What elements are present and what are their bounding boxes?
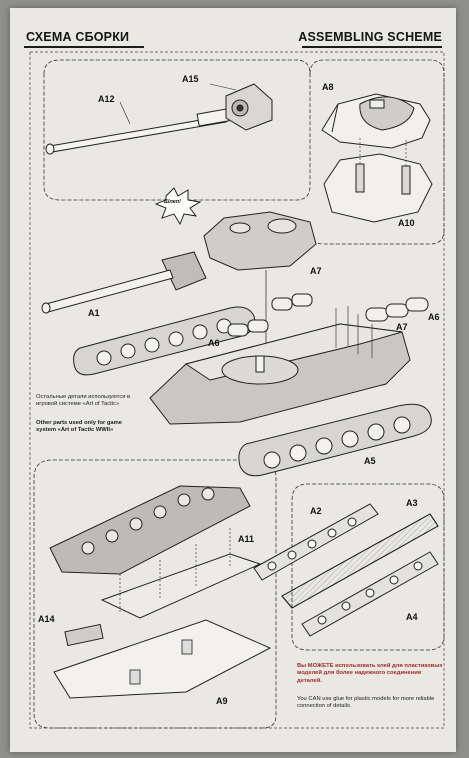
label-a8: A8 <box>322 82 334 92</box>
burst-starburst <box>154 187 202 226</box>
fuel-drums-left <box>227 293 313 337</box>
title-rule-left <box>24 46 144 48</box>
fuel-drums-right <box>365 297 429 322</box>
hull-interior-part <box>323 153 433 223</box>
hull-top-part <box>321 93 431 149</box>
title-en: ASSEMBLING SCHEME <box>298 30 442 44</box>
other-parts-note-ru: Остальные детали используются в игровой … <box>36 394 131 408</box>
turret-assembly <box>41 211 317 314</box>
label-a9: A9 <box>216 696 228 706</box>
label-a12: A12 <box>98 94 115 104</box>
label-a7-right: A7 <box>396 322 408 332</box>
burst-label: Шлеп! <box>164 199 181 205</box>
label-a4: A4 <box>406 612 418 622</box>
label-a3: A3 <box>406 498 418 508</box>
glue-note-en: You CAN use glue for plastic models for … <box>297 696 435 710</box>
other-parts-note-en: Other parts used only for game system «A… <box>36 420 123 434</box>
label-a1: A1 <box>88 308 100 318</box>
label-a6-right: A6 <box>428 312 440 322</box>
label-a5: A5 <box>364 456 376 466</box>
label-a7-top: A7 <box>310 266 322 276</box>
title-ru: СХЕМА СБОРКИ <box>26 30 130 44</box>
gun-mantlet-part <box>225 83 273 131</box>
label-a14: A14 <box>38 614 55 624</box>
floor-plate-part <box>100 553 262 619</box>
right-track-part <box>238 403 432 477</box>
suspension-strip-a2 <box>253 503 379 581</box>
title-rule-right <box>302 46 442 48</box>
label-a11: A11 <box>238 534 255 544</box>
suspension-strip-a4 <box>301 551 439 637</box>
label-a10: A10 <box>398 218 415 228</box>
suspension-strip-a3 <box>281 513 439 609</box>
label-a15: A15 <box>182 74 199 84</box>
base-plate-part <box>53 619 272 699</box>
label-a6-left: A6 <box>208 338 220 348</box>
instruction-sheet: СХЕМА СБОРКИ ASSEMBLING SCHEME <box>10 8 456 752</box>
glue-note-ru: Вы МОЖЕТЕ использовать клей для пластико… <box>297 663 443 684</box>
lower-hull-assembly <box>49 485 251 575</box>
gun-barrel-part <box>45 108 230 155</box>
assembly-drawing <box>29 51 445 729</box>
label-a2: A2 <box>310 506 322 516</box>
small-part-a14 <box>64 623 104 647</box>
